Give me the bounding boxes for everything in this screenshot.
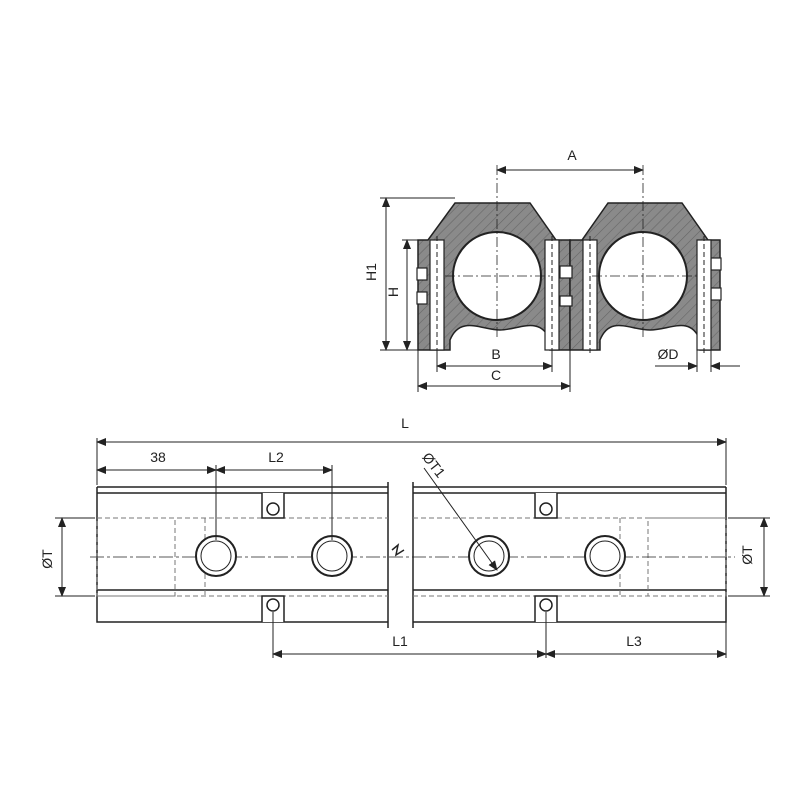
hole-3: [468, 535, 510, 577]
section-view: A H1 H B C: [363, 147, 740, 392]
dim-38-label: 38: [150, 449, 166, 465]
dim-H1-label: H1: [363, 263, 379, 281]
hole-2: [311, 535, 353, 577]
dim-L2-label: L2: [268, 449, 284, 465]
dim-T-left-label: ØT: [39, 549, 55, 569]
break-symbol: [391, 543, 405, 557]
side-view: L 38 L2 ØT ØT ØT1: [39, 415, 770, 658]
dim-T-right-label: ØT: [739, 545, 755, 565]
dim-D-label: ØD: [658, 346, 679, 362]
dim-A-label: A: [567, 147, 577, 163]
dim-B-label: B: [491, 346, 500, 362]
dim-C-label: C: [491, 367, 501, 383]
dim-T1-label: ØT1: [419, 449, 449, 480]
dim-L3-label: L3: [626, 633, 642, 649]
dim-H-label: H: [385, 287, 401, 297]
dim-L-label: L: [401, 415, 409, 431]
hole-4: [584, 535, 626, 577]
hole-1: [195, 535, 237, 577]
dim-L1-label: L1: [392, 633, 408, 649]
